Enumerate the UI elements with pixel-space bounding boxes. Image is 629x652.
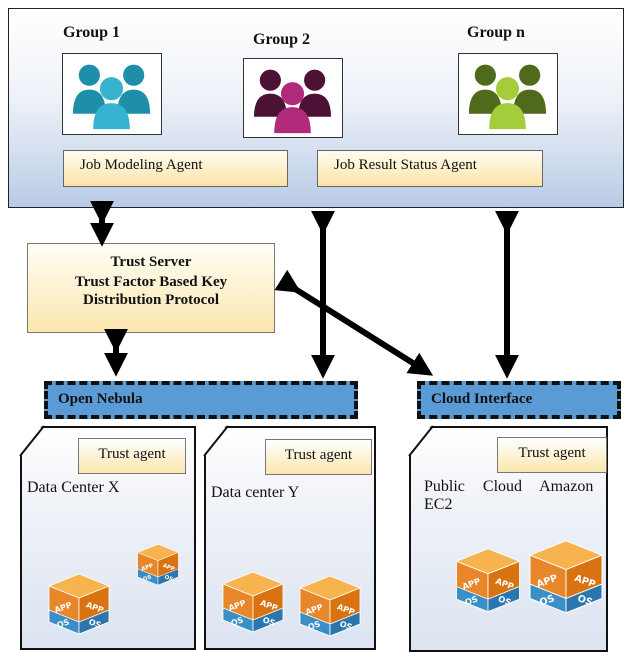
job-modeling-agent-box: Job Modeling Agent [63, 150, 288, 187]
public-cloud-label-line2: EC2 [424, 496, 453, 513]
data-center-x-label: Data Center X [27, 479, 120, 496]
cube-os-label: OS [463, 594, 479, 608]
cube-os-label: OS [338, 619, 353, 632]
cloud-interface-bar: Cloud Interface [417, 381, 621, 419]
cube-os-label: OS [142, 574, 152, 583]
cube-os-label: OS [576, 593, 594, 609]
data-center-x-trust-agent: Trust agent [78, 438, 186, 474]
cube-os-label: OS [307, 619, 322, 632]
public-cloud-label-line1: Public Cloud Amazon [424, 478, 594, 495]
trust-server-box: Trust Server Trust Factor Based Key Dist… [27, 243, 275, 333]
cube-os-label: OS [164, 574, 174, 583]
cube-os-label: OS [56, 617, 71, 630]
data-center-y-label: Data center Y [211, 484, 300, 501]
data-center-y-trust-agent: Trust agent [265, 439, 372, 475]
data-center-x-corner [19, 425, 45, 457]
group-1-people-icon [62, 53, 162, 135]
cube-os-label: OS [538, 593, 556, 609]
group-2-people-icon [243, 58, 343, 138]
cube-app-label: APP [162, 563, 176, 573]
cube-os-label: OS [497, 594, 513, 608]
cube-app-label: APP [141, 563, 155, 573]
trust-server-title: Trust Server [110, 254, 192, 270]
group-1-label: Group 1 [63, 24, 121, 41]
group-2-label: Group 2 [253, 31, 311, 48]
group-n-label: Group n [467, 24, 525, 41]
public-cloud-corner [408, 425, 434, 457]
public-cloud-trust-agent: Trust agent [497, 437, 607, 473]
trust-server-protocol-line1: Trust Factor Based Key [74, 274, 228, 290]
job-result-status-agent-box: Job Result Status Agent [317, 150, 543, 187]
arrow-trust-server-cloud-interface [274, 269, 434, 376]
group-n-people-icon [458, 53, 558, 135]
data-center-y-corner [203, 425, 229, 457]
cube-os-label: OS [87, 617, 102, 630]
cube-os-label: OS [230, 615, 245, 628]
trust-server-protocol-line2: Distribution Protocol [83, 292, 219, 308]
cube-os-label: OS [261, 615, 276, 628]
open-nebula-bar: Open Nebula [44, 381, 358, 419]
